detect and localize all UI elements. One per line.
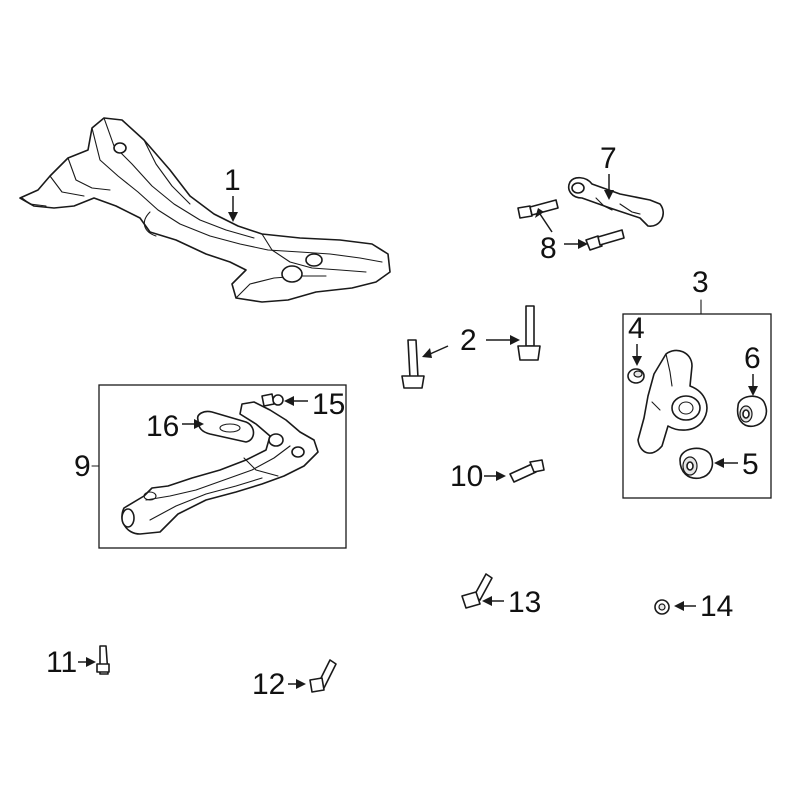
- bolt-8b[interactable]: [585, 229, 625, 251]
- callout-8: 8: [535, 208, 588, 265]
- callout-16-label: 16: [146, 410, 179, 443]
- callout-13: 13: [482, 586, 541, 619]
- callout-6-label: 6: [744, 342, 761, 375]
- callout-6: 6: [744, 342, 761, 396]
- trailing-arm-part[interactable]: [121, 401, 319, 535]
- bushing-6[interactable]: [736, 395, 768, 428]
- nut-15[interactable]: [261, 393, 284, 407]
- bolt-10[interactable]: [509, 459, 545, 483]
- bolt-8a[interactable]: [517, 199, 559, 219]
- callout-10: 10: [450, 460, 506, 493]
- callout-3-label: 3: [692, 266, 709, 299]
- callout-14: 14: [674, 590, 733, 623]
- callout-3: 3: [692, 266, 709, 315]
- bolt-13[interactable]: [461, 573, 493, 609]
- callout-15: 15: [284, 388, 345, 421]
- callout-9: 9: [74, 450, 100, 483]
- callout-7: 7: [600, 142, 617, 200]
- bracket-16[interactable]: [196, 410, 255, 443]
- callout-8-label: 8: [540, 232, 557, 265]
- callout-10-label: 10: [450, 460, 483, 493]
- callout-14-label: 14: [700, 590, 733, 623]
- callout-11-label: 11: [46, 646, 77, 679]
- callout-2: 2: [422, 324, 520, 358]
- callout-15-label: 15: [312, 388, 345, 421]
- subframe-part[interactable]: [19, 117, 391, 303]
- callout-1: 1: [224, 164, 241, 222]
- bushing-5[interactable]: [679, 447, 714, 480]
- callout-16: 16: [146, 410, 204, 443]
- link-arm-part[interactable]: [567, 176, 664, 227]
- bolt-2b[interactable]: [517, 305, 541, 361]
- callout-11: 11: [46, 646, 96, 679]
- bushing-4[interactable]: [627, 368, 645, 384]
- callout-9-label: 9: [74, 450, 91, 483]
- stud-11[interactable]: [96, 645, 110, 675]
- callout-5-label: 5: [742, 448, 759, 481]
- callout-1-label: 1: [224, 164, 241, 197]
- callout-4-label: 4: [628, 312, 645, 345]
- bolt-12[interactable]: [309, 659, 337, 693]
- knuckle-part[interactable]: [637, 349, 708, 454]
- callout-7-label: 7: [600, 142, 617, 175]
- callout-2-label: 2: [460, 324, 477, 357]
- callout-12-label: 12: [252, 668, 285, 701]
- callout-12: 12: [252, 668, 306, 701]
- knuckle-group-box: [622, 313, 772, 499]
- callout-13-label: 13: [508, 586, 541, 619]
- bolt-2a[interactable]: [401, 339, 425, 389]
- callout-5: 5: [714, 448, 759, 481]
- callout-4: 4: [628, 312, 645, 366]
- nut-14[interactable]: [654, 599, 670, 615]
